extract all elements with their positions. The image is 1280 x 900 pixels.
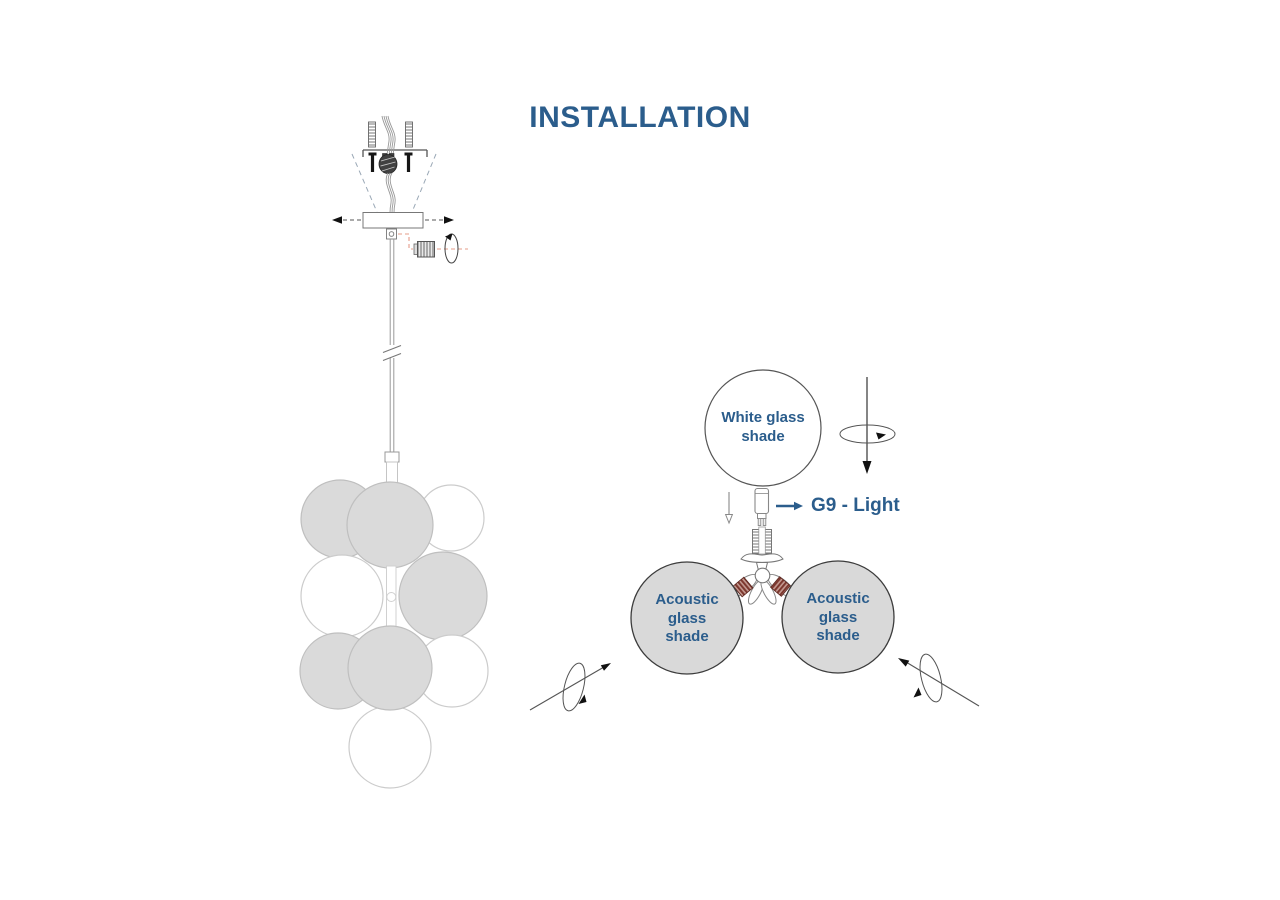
- wire-connector: [378, 153, 398, 174]
- mounting-screws: [368, 121, 413, 148]
- rod-collar: [384, 451, 400, 463]
- acoustic-glass-shade-right-label: Acoustic glass shade: [778, 590, 898, 646]
- acoustic-right-label-line3: shade: [816, 627, 860, 644]
- acoustic-right-label-line1: Acoustic: [806, 590, 870, 607]
- hanging-rod: [382, 239, 402, 487]
- bracket-bolts: [368, 152, 413, 172]
- white-glass-shade-label-line1: White glass: [721, 409, 805, 426]
- supply-wires-lower: [385, 172, 396, 214]
- acoustic-shade-left-circle: [630, 561, 744, 675]
- acoustic-glass-shade-left-label: Acoustic glass shade: [627, 591, 747, 647]
- hub-ball: [754, 567, 771, 584]
- pendant-shade-circle: [346, 481, 434, 569]
- acoustic-right-label-line2: glass: [818, 608, 858, 626]
- g9-light-label: G9 - Light: [811, 495, 900, 516]
- pendant-shade-circle: [348, 705, 432, 789]
- pendant-shade-circle: [398, 551, 488, 641]
- g9-label-arrow: [776, 501, 803, 511]
- exploded-assembly: [529, 369, 980, 712]
- ceiling-canopy: [362, 212, 424, 229]
- mounting-bracket: [362, 149, 428, 157]
- canopy-slide-arrows: [332, 216, 454, 224]
- page-title: INSTALLATION: [529, 101, 751, 134]
- pendant-shade-circle: [347, 625, 433, 711]
- white-glass-shade-label: White glass shade: [703, 409, 823, 446]
- lamp-hub: [730, 567, 795, 605]
- bulb-insert-arrow: [724, 492, 734, 525]
- canopy-set-screw-boss: [386, 228, 397, 240]
- shade-rotation-arrow: [839, 377, 896, 474]
- white-glass-shade-circle: [704, 369, 822, 487]
- copper-socket-right: [770, 576, 791, 597]
- rod-break-symbol: [382, 344, 402, 362]
- copper-socket-left: [732, 576, 754, 598]
- acoustic-left-label-line1: Acoustic: [655, 591, 719, 608]
- acoustic-left-label-line3: shade: [665, 628, 709, 645]
- ceiling-mount: [332, 115, 468, 264]
- socket-stem: [740, 526, 784, 571]
- grub-screw-callout: [398, 233, 468, 264]
- screw-in-arrow-right: [898, 653, 980, 707]
- pendant-shade-circle: [300, 554, 384, 638]
- acoustic-shade-right-circle: [781, 560, 895, 674]
- socket-disc: [740, 553, 784, 563]
- pendant-shade-cluster: [299, 479, 489, 789]
- cluster-center-joint: [386, 592, 397, 602]
- screw-in-arrow-left: [529, 662, 611, 712]
- dashed-alignment-guides: [351, 153, 437, 213]
- acoustic-left-label-line2: glass: [667, 609, 707, 627]
- white-glass-shade-label-line2: shade: [741, 427, 785, 445]
- g9-bulb: [754, 487, 770, 526]
